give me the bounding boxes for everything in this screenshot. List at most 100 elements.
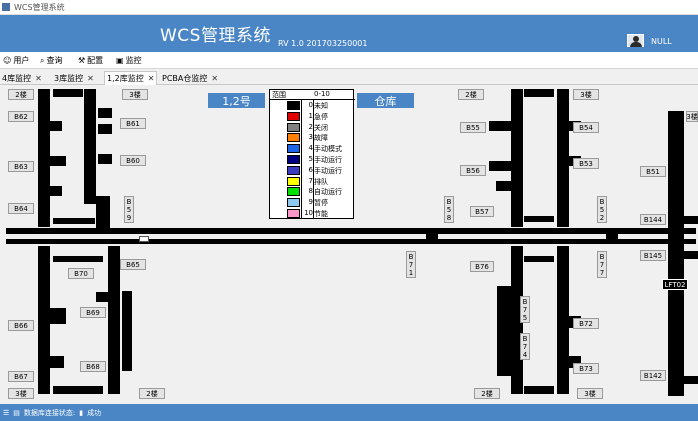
- tab-12-monitor[interactable]: 1,2库监控✕: [104, 71, 158, 85]
- conveyor-block: [50, 121, 62, 131]
- station-b53[interactable]: B53: [573, 158, 599, 169]
- station-b66[interactable]: B66: [8, 320, 34, 331]
- user-name[interactable]: NULL: [651, 37, 672, 46]
- user-icon: ☺: [3, 56, 12, 65]
- close-icon[interactable]: ✕: [211, 73, 219, 83]
- floor-label: 3楼: [573, 89, 599, 100]
- station-b69[interactable]: B69: [80, 307, 106, 318]
- menu-config[interactable]: ⚒ 配置: [78, 56, 104, 65]
- menu-user[interactable]: ☺ 用户: [3, 56, 30, 65]
- lift-lft02-label[interactable]: LFT02: [662, 279, 688, 290]
- legend-swatch: [287, 111, 300, 121]
- station-b71[interactable]: B71: [406, 251, 416, 278]
- legend-num: 10: [304, 209, 313, 217]
- station-b67[interactable]: B67: [8, 371, 34, 382]
- app-header: WCS管理系统 RV 1.0 201703250001 NULL: [0, 15, 698, 52]
- station-b56[interactable]: B56: [460, 165, 486, 176]
- conveyor-block: [53, 256, 103, 262]
- conveyor-gap: [139, 236, 149, 242]
- station-b65[interactable]: B65: [120, 259, 146, 270]
- conveyor-block: [496, 181, 511, 191]
- conveyor-block: [96, 196, 110, 228]
- station-b142[interactable]: B142: [640, 370, 666, 381]
- warehouse-12-button[interactable]: 1,2号: [208, 93, 265, 108]
- station-b54[interactable]: B54: [573, 122, 599, 133]
- station-b62[interactable]: B62: [8, 111, 34, 122]
- legend-swatch: [287, 165, 300, 175]
- db-status-label: 数据库连接状态:: [23, 408, 76, 417]
- floor-label: 3楼: [686, 111, 698, 122]
- station-b72[interactable]: B72: [573, 318, 599, 329]
- station-b58[interactable]: B58: [444, 196, 454, 223]
- db-status-value: 成功: [87, 408, 102, 417]
- station-b75-label: B75: [521, 297, 529, 322]
- station-b59[interactable]: B59: [124, 196, 134, 223]
- legend-num: 8: [308, 187, 313, 196]
- legend-num: 4: [308, 144, 313, 153]
- close-icon[interactable]: ✕: [147, 74, 155, 83]
- legend-num: 2: [308, 122, 313, 131]
- station-b63[interactable]: B63: [8, 161, 34, 172]
- station-b76[interactable]: B76: [470, 261, 494, 272]
- legend-label: 未知: [314, 102, 328, 110]
- conveyor-block: [524, 216, 554, 222]
- window-titlebar: WCS管理系统: [0, 0, 698, 15]
- station-b70[interactable]: B70: [68, 268, 94, 279]
- station-b64[interactable]: B64: [8, 203, 34, 214]
- tab-pcba-monitor[interactable]: PCBA仓监控✕: [162, 73, 219, 83]
- station-b57[interactable]: B57: [470, 206, 494, 217]
- close-icon[interactable]: ✕: [35, 73, 42, 83]
- lift-column: [38, 246, 50, 394]
- station-b77[interactable]: B77: [597, 251, 607, 278]
- station-b73[interactable]: B73: [573, 363, 599, 374]
- close-icon[interactable]: ✕: [87, 73, 94, 83]
- floor-label: 2楼: [139, 388, 165, 399]
- station-b144[interactable]: B144: [640, 214, 666, 225]
- station-b61[interactable]: B61: [120, 118, 146, 129]
- legend-swatch: [287, 144, 300, 154]
- tab-3-monitor[interactable]: 3库监控✕: [54, 73, 94, 83]
- warehouse-button[interactable]: 仓库: [357, 93, 414, 108]
- station-b68[interactable]: B68: [80, 361, 106, 372]
- conveyor-block: [684, 376, 698, 384]
- station-b74[interactable]: B74: [520, 333, 530, 360]
- station-b77-label: B77: [598, 252, 606, 277]
- conveyor-block: [98, 108, 112, 118]
- station-b52[interactable]: B52: [597, 196, 607, 223]
- window-title: WCS管理系统: [14, 3, 65, 12]
- tab-bar: 4库监控✕ 3库监控✕ 1,2库监控✕ PCBA仓监控✕: [0, 69, 698, 85]
- menu-monitor[interactable]: ▣ 监控: [116, 56, 142, 65]
- legend-swatch: [287, 133, 300, 143]
- station-b75[interactable]: B75: [520, 296, 530, 323]
- station-b52-label: B52: [598, 197, 606, 222]
- conveyor-block: [53, 218, 95, 224]
- legend-swatch: [287, 122, 300, 132]
- legend-num: 9: [308, 198, 313, 207]
- app-title: WCS管理系统: [160, 26, 271, 46]
- lift-column: [38, 89, 50, 227]
- station-b51[interactable]: B51: [640, 166, 666, 177]
- station-b71-label: B71: [407, 252, 415, 277]
- legend-num: 6: [308, 165, 313, 174]
- menu-query[interactable]: ⌕ 查询: [40, 55, 63, 66]
- legend-num: 0: [308, 101, 313, 109]
- station-b145[interactable]: B145: [640, 250, 666, 261]
- conveyor-block: [50, 186, 62, 196]
- tab-4-monitor[interactable]: 4库监控✕: [2, 73, 42, 83]
- search-icon: ⌕: [40, 55, 45, 65]
- station-b55[interactable]: B55: [460, 122, 486, 133]
- conveyor-block: [524, 386, 554, 394]
- user-avatar-icon[interactable]: [627, 34, 644, 47]
- status-bar: ☰ ▤ 数据库连接状态: ▮ 成功: [0, 404, 698, 421]
- station-b60[interactable]: B60: [120, 155, 146, 166]
- menu-icon[interactable]: ☰: [3, 408, 10, 417]
- version-label: RV 1.0 201703250001: [278, 39, 368, 48]
